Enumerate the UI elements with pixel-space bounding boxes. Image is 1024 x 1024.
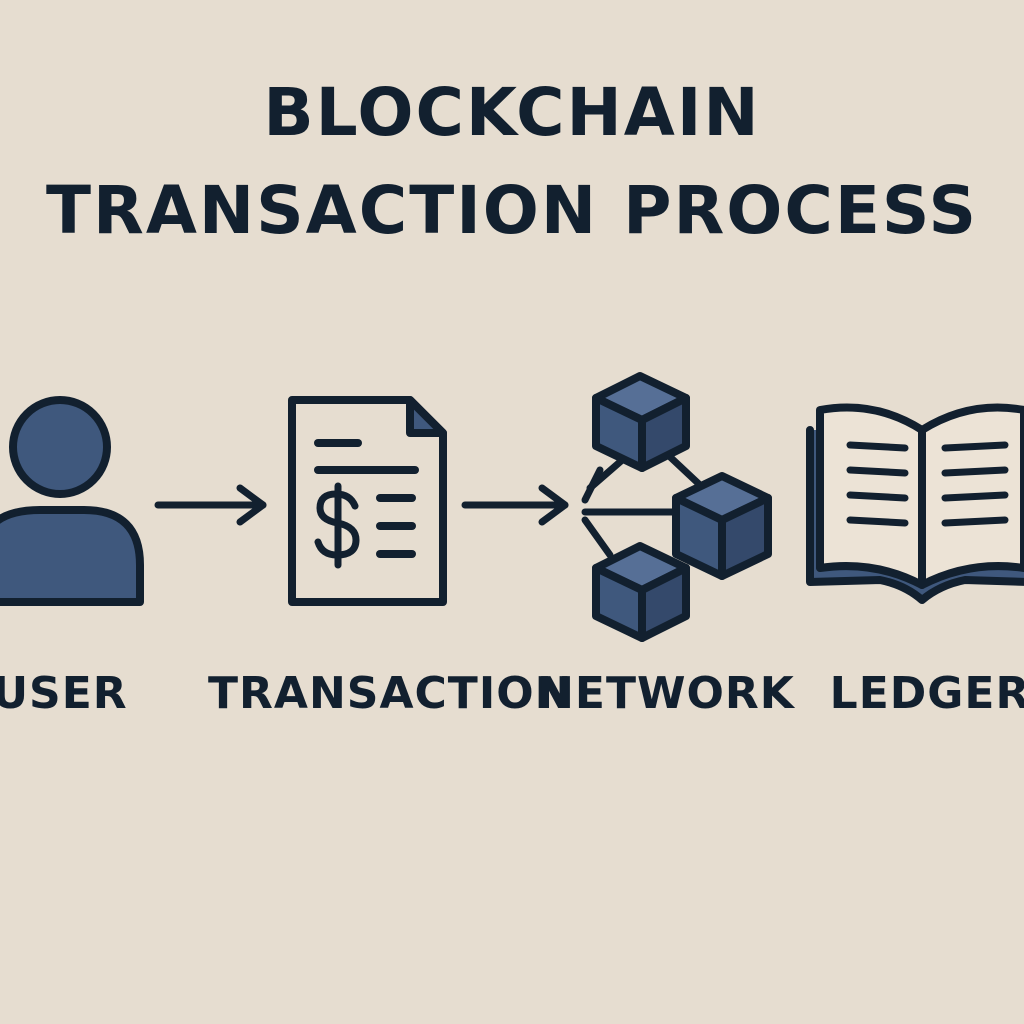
document-dollar-icon <box>288 396 447 606</box>
arrow-icon <box>461 484 569 526</box>
user-icon <box>0 396 144 606</box>
step-label-user: USER <box>0 668 128 719</box>
step-label-transaction: TRANSACTION <box>208 668 573 719</box>
step-label-network: NETWORK <box>537 668 795 719</box>
network-cubes-icon <box>581 372 772 642</box>
title-line-1: BLOCKCHAIN <box>263 74 761 151</box>
arrow-icon <box>154 484 267 526</box>
title-line-2: TRANSACTION PROCESS <box>45 172 979 249</box>
open-book-icon <box>806 403 1024 604</box>
step-label-ledger: LEDGER <box>829 668 1024 719</box>
